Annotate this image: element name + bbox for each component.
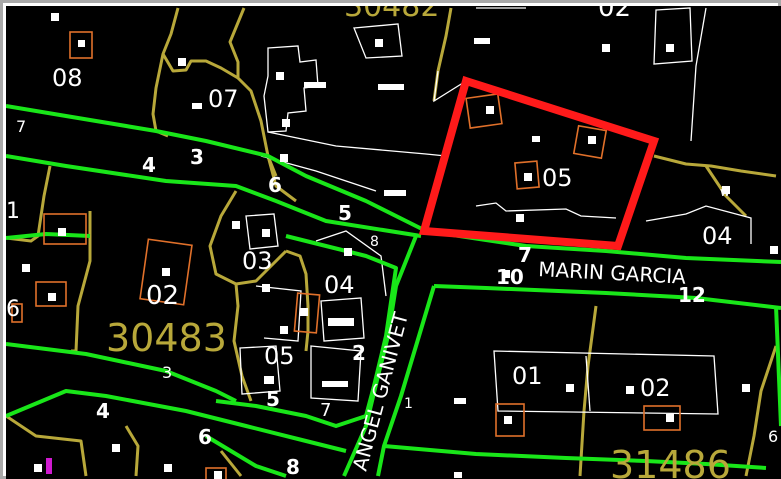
map-background [6,6,781,479]
number-8-mid: 8 [370,234,379,250]
magenta-marker [46,458,52,474]
number-6-bottom: 6 [198,425,212,449]
block-top-partial-label: 30482 [344,6,439,24]
cadastral-map[interactable]: 30482 02 08 07 05 04 03 02 04 05 01 02 3… [6,6,781,479]
letter-w-right: w [720,185,730,199]
number-1-lower: 1 [404,396,413,412]
number-3-top: 3 [190,145,204,169]
parcel-03-label: 03 [242,247,273,275]
parcel-08-label: 08 [52,64,83,92]
number-6-mid: 6 [268,173,282,197]
number-7-low: 7 [320,400,331,421]
building-outlines [239,7,752,415]
parcel-02-left-label: 02 [146,281,179,311]
number-6-left: 6 [6,297,20,322]
block-31486-label: 31486 [610,443,731,479]
number-10-street: 10 [496,265,524,289]
number-12-street: 12 [678,283,706,307]
number-7-street: 7 [518,243,532,267]
number-4-topleft: 4 [142,153,156,177]
parcel-04-right-label: 04 [702,222,733,250]
parcel-07-label: 07 [208,85,239,113]
parcel-04-mid-label: 04 [324,271,355,299]
feature-outlines [11,31,681,479]
parcel-05-selected-label: 05 [542,164,573,192]
top-right-partial-label: 02 [598,6,631,23]
number-7-topleft: 7 [16,117,26,136]
number-6-right: 6 [768,427,778,446]
number-5-mid: 5 [338,201,352,225]
number-8-bottom: 8 [286,455,300,479]
selected-parcel-outline[interactable] [418,75,660,251]
number-5-low: 5 [266,387,280,411]
number-3-low: 3 [162,363,172,382]
block-30483-label: 30483 [106,316,227,360]
number-1-left: 1 [6,199,20,224]
number-2-mid: 2 [352,341,366,365]
parcel-05-low-label: 05 [264,342,295,370]
street-edges [6,104,781,478]
parcel-02-right-label: 02 [640,374,671,402]
parcel-01-label: 01 [512,362,543,390]
number-4-bottom: 4 [96,399,110,423]
point-markers [22,13,778,479]
